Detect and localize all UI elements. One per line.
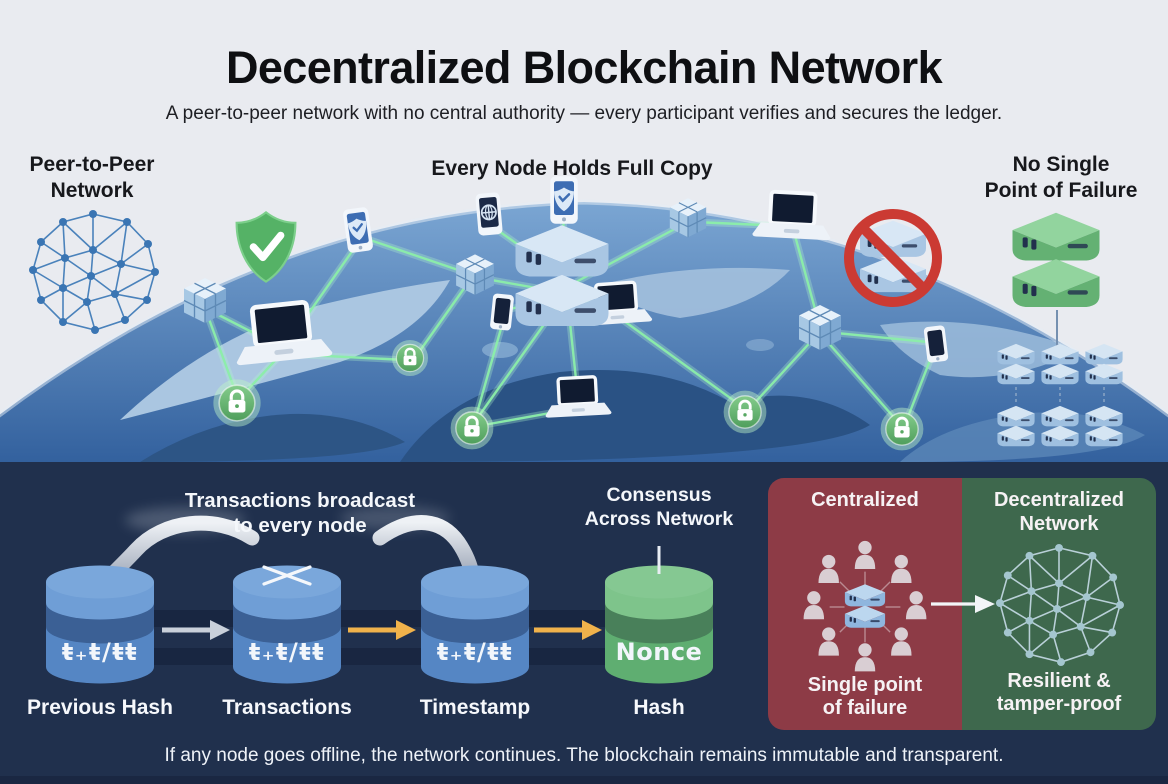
nonce-value: Nonce bbox=[615, 638, 703, 666]
centralized-to-decentralized-arrow bbox=[931, 595, 995, 613]
shield-phone-icon bbox=[549, 175, 579, 225]
label-peer-to-peer: Peer-to-Peer Network bbox=[29, 153, 155, 202]
padlock-icon bbox=[217, 383, 258, 424]
cylinder-timestamp bbox=[421, 565, 529, 684]
globe-phone-icon bbox=[474, 191, 504, 237]
transactions-label: Transactions bbox=[222, 696, 352, 719]
transactions-value: ŧ₊ŧ/ŧŧ bbox=[248, 638, 326, 666]
flow-arrow-gray bbox=[162, 620, 230, 640]
footer-note: If any node goes offline, the network co… bbox=[164, 745, 1004, 766]
centralized-caption: Single point of failure bbox=[807, 674, 923, 720]
decentralized-caption: Resilient & tamper-proof bbox=[996, 670, 1122, 716]
hash-label: Hash bbox=[633, 696, 685, 719]
page-subtitle: A peer-to-peer network with no central a… bbox=[165, 103, 1003, 124]
label-no-single-point-of-failure: No Single Point of Failure bbox=[984, 153, 1138, 202]
decentralized-title: Decentralized Network bbox=[993, 489, 1125, 535]
padlock-icon bbox=[394, 342, 425, 373]
pipes bbox=[108, 610, 651, 665]
peer-mesh-icon bbox=[28, 209, 160, 335]
server-stack-icon bbox=[516, 225, 609, 326]
previous-hash-label: Previous Hash bbox=[27, 696, 173, 719]
phone-icon bbox=[923, 325, 949, 363]
phone-icon bbox=[489, 293, 515, 331]
padlock-icon bbox=[726, 393, 763, 430]
laptop-icon bbox=[750, 188, 835, 243]
page-title: Decentralized Blockchain Network bbox=[225, 42, 943, 93]
flow-svg bbox=[0, 506, 1168, 784]
globe-rim bbox=[0, 199, 1168, 418]
cylinder-previous-hash bbox=[46, 565, 154, 684]
globe-scene-svg bbox=[0, 175, 1168, 462]
flow-arrow-yellow-1 bbox=[348, 620, 416, 640]
decentralized-panel: Decentralized Network Resilient & tamper… bbox=[962, 478, 1156, 730]
cylinder-transactions bbox=[233, 565, 341, 684]
centralized-panel: Centralized bbox=[768, 478, 962, 730]
padlock-icon bbox=[883, 410, 920, 447]
padlock-icon bbox=[453, 409, 490, 446]
x-mark bbox=[262, 565, 312, 586]
comparison-card: Centralized bbox=[768, 478, 1156, 730]
cylinder-hash bbox=[605, 565, 713, 684]
header: Decentralized Blockchain Network A peer-… bbox=[0, 0, 1168, 140]
timestamp-label: Timestamp bbox=[419, 696, 531, 719]
mini-server-grid bbox=[997, 344, 1122, 446]
timestamp-value: ŧ₊ŧ/ŧŧ bbox=[436, 638, 514, 666]
hub-spoke-icon bbox=[803, 540, 927, 672]
bottom-strip bbox=[0, 776, 1168, 784]
flow-arrow-yellow-2 bbox=[534, 620, 602, 640]
blockchain-flow-section: Transactions broadcast to every node Con… bbox=[0, 462, 1168, 784]
label-full-copy: Every Node Holds Full Copy bbox=[431, 157, 713, 180]
consensus-caption: Consensus Across Network bbox=[584, 484, 734, 530]
globe-illustration: Peer-to-Peer Network Every Node Holds Fu… bbox=[0, 140, 1168, 462]
previous-hash-value: ŧ₊ŧ/ŧŧ bbox=[61, 638, 139, 666]
broadcast-caption: Transactions broadcast to every node bbox=[184, 489, 416, 537]
centralized-title: Centralized bbox=[811, 489, 919, 511]
decentralized-mesh-icon bbox=[995, 543, 1125, 667]
green-server-stack-icon bbox=[1013, 213, 1100, 307]
